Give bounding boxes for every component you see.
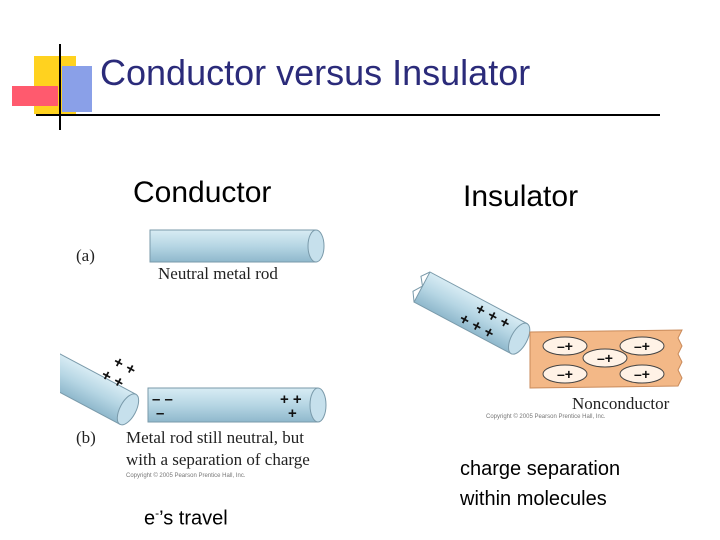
svg-text:–: –	[156, 405, 164, 422]
conductor-copyright: Copyright © 2005 Pearson Prentice Hall, …	[126, 473, 246, 479]
note-sup: -	[155, 506, 160, 520]
electrons-travel-note: e-’s travel	[144, 498, 228, 534]
charge-separation-note: charge separation within molecules	[460, 454, 620, 514]
deco-red-bar	[12, 86, 58, 106]
svg-text:– –: – –	[152, 391, 173, 408]
insulator-copyright: Copyright © 2005 Pearson Prentice Hall, …	[486, 414, 606, 420]
insulator-figure: + + + + + + –+ –+ –+ –+ –+	[412, 271, 683, 389]
svg-text:–+: –+	[557, 366, 573, 382]
figure-label-b: (b)	[76, 428, 96, 447]
title-decoration	[12, 44, 660, 130]
note-line-2: within molecules	[460, 488, 607, 510]
insulator-heading: Insulator	[463, 180, 579, 213]
polarized-metal-rod: – – – + + +	[147, 387, 327, 423]
neutral-metal-rod	[149, 229, 325, 263]
svg-text:–+: –+	[597, 350, 613, 366]
figure-label-a: (a)	[76, 246, 95, 265]
conductor-figure: + + + + – – – + + +	[60, 229, 327, 426]
caption-neutral-rod: Neutral metal rod	[158, 264, 278, 283]
note-e: e	[144, 507, 156, 530]
svg-text:+ +: + +	[280, 391, 302, 408]
svg-text:–+: –+	[634, 338, 650, 354]
conductor-heading: Conductor	[133, 176, 272, 209]
caption-nonconductor: Nonconductor	[572, 394, 670, 413]
note-line-1: charge separation	[460, 458, 621, 480]
insulator-charged-rod	[412, 271, 531, 355]
deco-blue-square	[62, 66, 92, 112]
molecule-dipoles: –+ –+ –+ –+ –+	[542, 336, 665, 384]
caption-separation: with a separation of charge	[126, 450, 310, 469]
caption-rod-neutral: Metal rod still neutral, but	[126, 428, 304, 447]
note-rest: ’s travel	[159, 507, 228, 530]
svg-text:–+: –+	[557, 338, 573, 354]
svg-text:+: +	[288, 405, 297, 422]
svg-text:–+: –+	[634, 366, 650, 382]
slide-title: Conductor versus Insulator	[100, 52, 531, 93]
charged-rod	[60, 337, 140, 426]
